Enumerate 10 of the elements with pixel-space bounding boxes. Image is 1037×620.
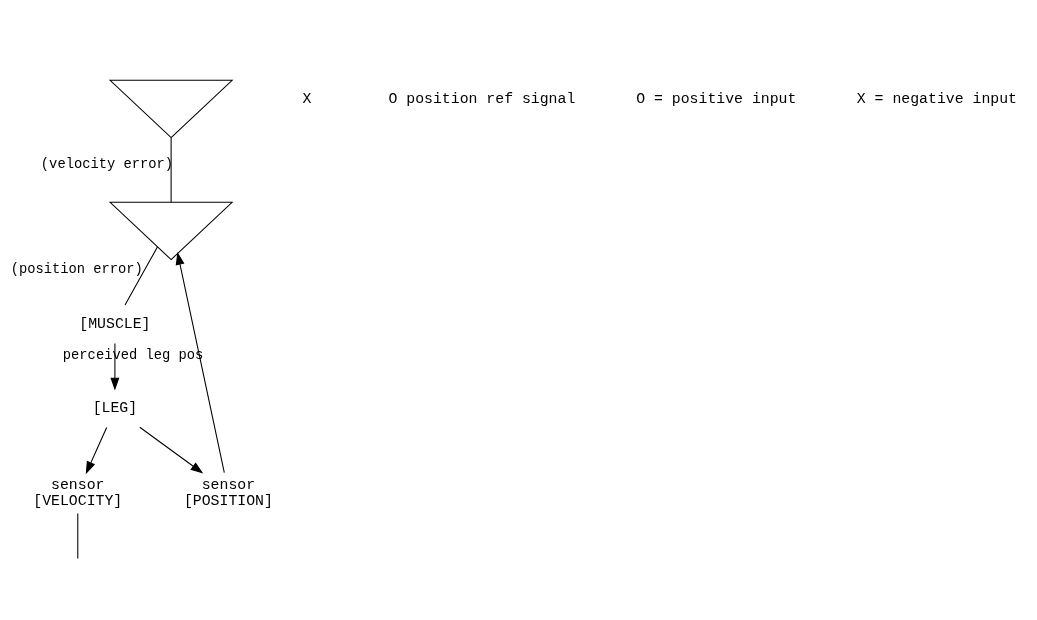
node-text: sensor [VELOCITY] (33, 476, 123, 509)
edge-label: (velocity error) (40, 156, 174, 172)
edge-label: (position error) (10, 261, 143, 277)
node-text: sensor [POSITION] (183, 476, 273, 509)
label: O position ref signal (388, 90, 576, 107)
node-text: [MUSCLE] (79, 315, 151, 332)
label: O = positive input (636, 90, 797, 107)
label: X = negative input (856, 90, 1017, 107)
node-text: [LEG] (92, 399, 138, 416)
label: X (302, 90, 312, 107)
